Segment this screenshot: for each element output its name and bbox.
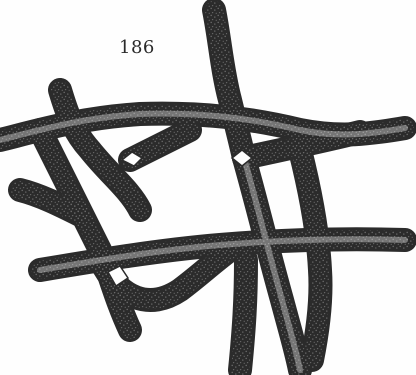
tubule-branches bbox=[0, 10, 405, 370]
